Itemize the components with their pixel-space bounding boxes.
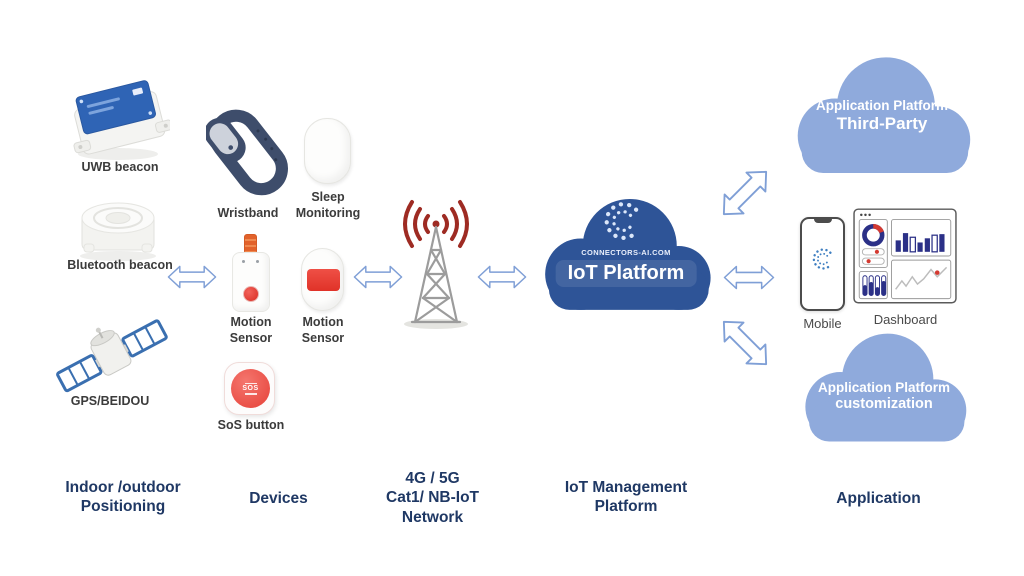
platform-brand: CONNECTORS-AI.COM xyxy=(581,248,671,257)
customization-cloud: Application Platform customization xyxy=(788,330,980,458)
connectors-logo-icon xyxy=(812,248,832,270)
gps-beidou-label: GPS/BEIDOU xyxy=(70,394,150,408)
motion-sensor-2-label: Motion Sensor xyxy=(301,315,345,345)
third-party-line1: Application Platform xyxy=(815,98,948,113)
sleep-monitoring-icon xyxy=(304,118,351,184)
mobile-phone-icon xyxy=(800,217,845,311)
wristband-icon xyxy=(206,109,288,196)
application-caption: Application xyxy=(836,490,921,507)
arrow-network-platform-icon xyxy=(477,265,527,289)
customization-line2: customization xyxy=(835,396,933,412)
arrow-positioning-devices-icon xyxy=(167,265,217,289)
arrow-platform-dashboard-icon xyxy=(723,265,775,290)
uwb-beacon-icon xyxy=(73,80,170,160)
dashboard-label: Dashboard xyxy=(873,312,938,327)
arrow-devices-network-icon xyxy=(353,265,403,289)
cloud-shape-icon xyxy=(797,57,971,173)
third-party-line2: Third-Party xyxy=(836,114,928,133)
sos-button-label: SoS button xyxy=(217,418,285,432)
sos-button-icon: SOS xyxy=(224,362,275,415)
mobile-label: Mobile xyxy=(803,316,842,331)
motion-sensor-1-icon xyxy=(230,234,272,314)
sleep-monitoring-label: Sleep Monitoring xyxy=(295,190,361,220)
arrow-platform-thirdparty-icon xyxy=(722,170,768,216)
wristband-label: Wristband xyxy=(217,206,279,220)
iot-management-caption: IoT Management Platform xyxy=(564,479,688,516)
cloud-shape-icon xyxy=(805,333,967,442)
third-party-cloud: Application Platform Third-Party xyxy=(784,52,980,192)
gps-satellite-icon xyxy=(56,319,168,393)
customization-line1: Application Platform xyxy=(817,380,950,395)
uwb-beacon-label: UWB beacon xyxy=(81,160,159,174)
motion-sensor-2-icon xyxy=(301,248,344,311)
connectors-logo-icon xyxy=(604,202,639,240)
bluetooth-beacon-icon xyxy=(80,202,156,261)
motion-sensor-1-label: Motion Sensor xyxy=(229,315,273,345)
arrow-platform-customization-icon xyxy=(722,320,768,366)
dashboard-icon xyxy=(853,208,957,304)
devices-caption: Devices xyxy=(249,490,308,507)
network-caption: 4G / 5G Cat1/ NB-IoT Network xyxy=(386,470,479,526)
bluetooth-beacon-label: Bluetooth beacon xyxy=(67,258,173,272)
positioning-caption: Indoor /outdoor Positioning xyxy=(65,479,181,516)
cell-tower-icon xyxy=(403,200,469,329)
iot-platform-cloud: CONNECTORS-AI.COM IoT Platform xyxy=(532,188,720,334)
iot-platform-title: IoT Platform xyxy=(555,260,697,287)
